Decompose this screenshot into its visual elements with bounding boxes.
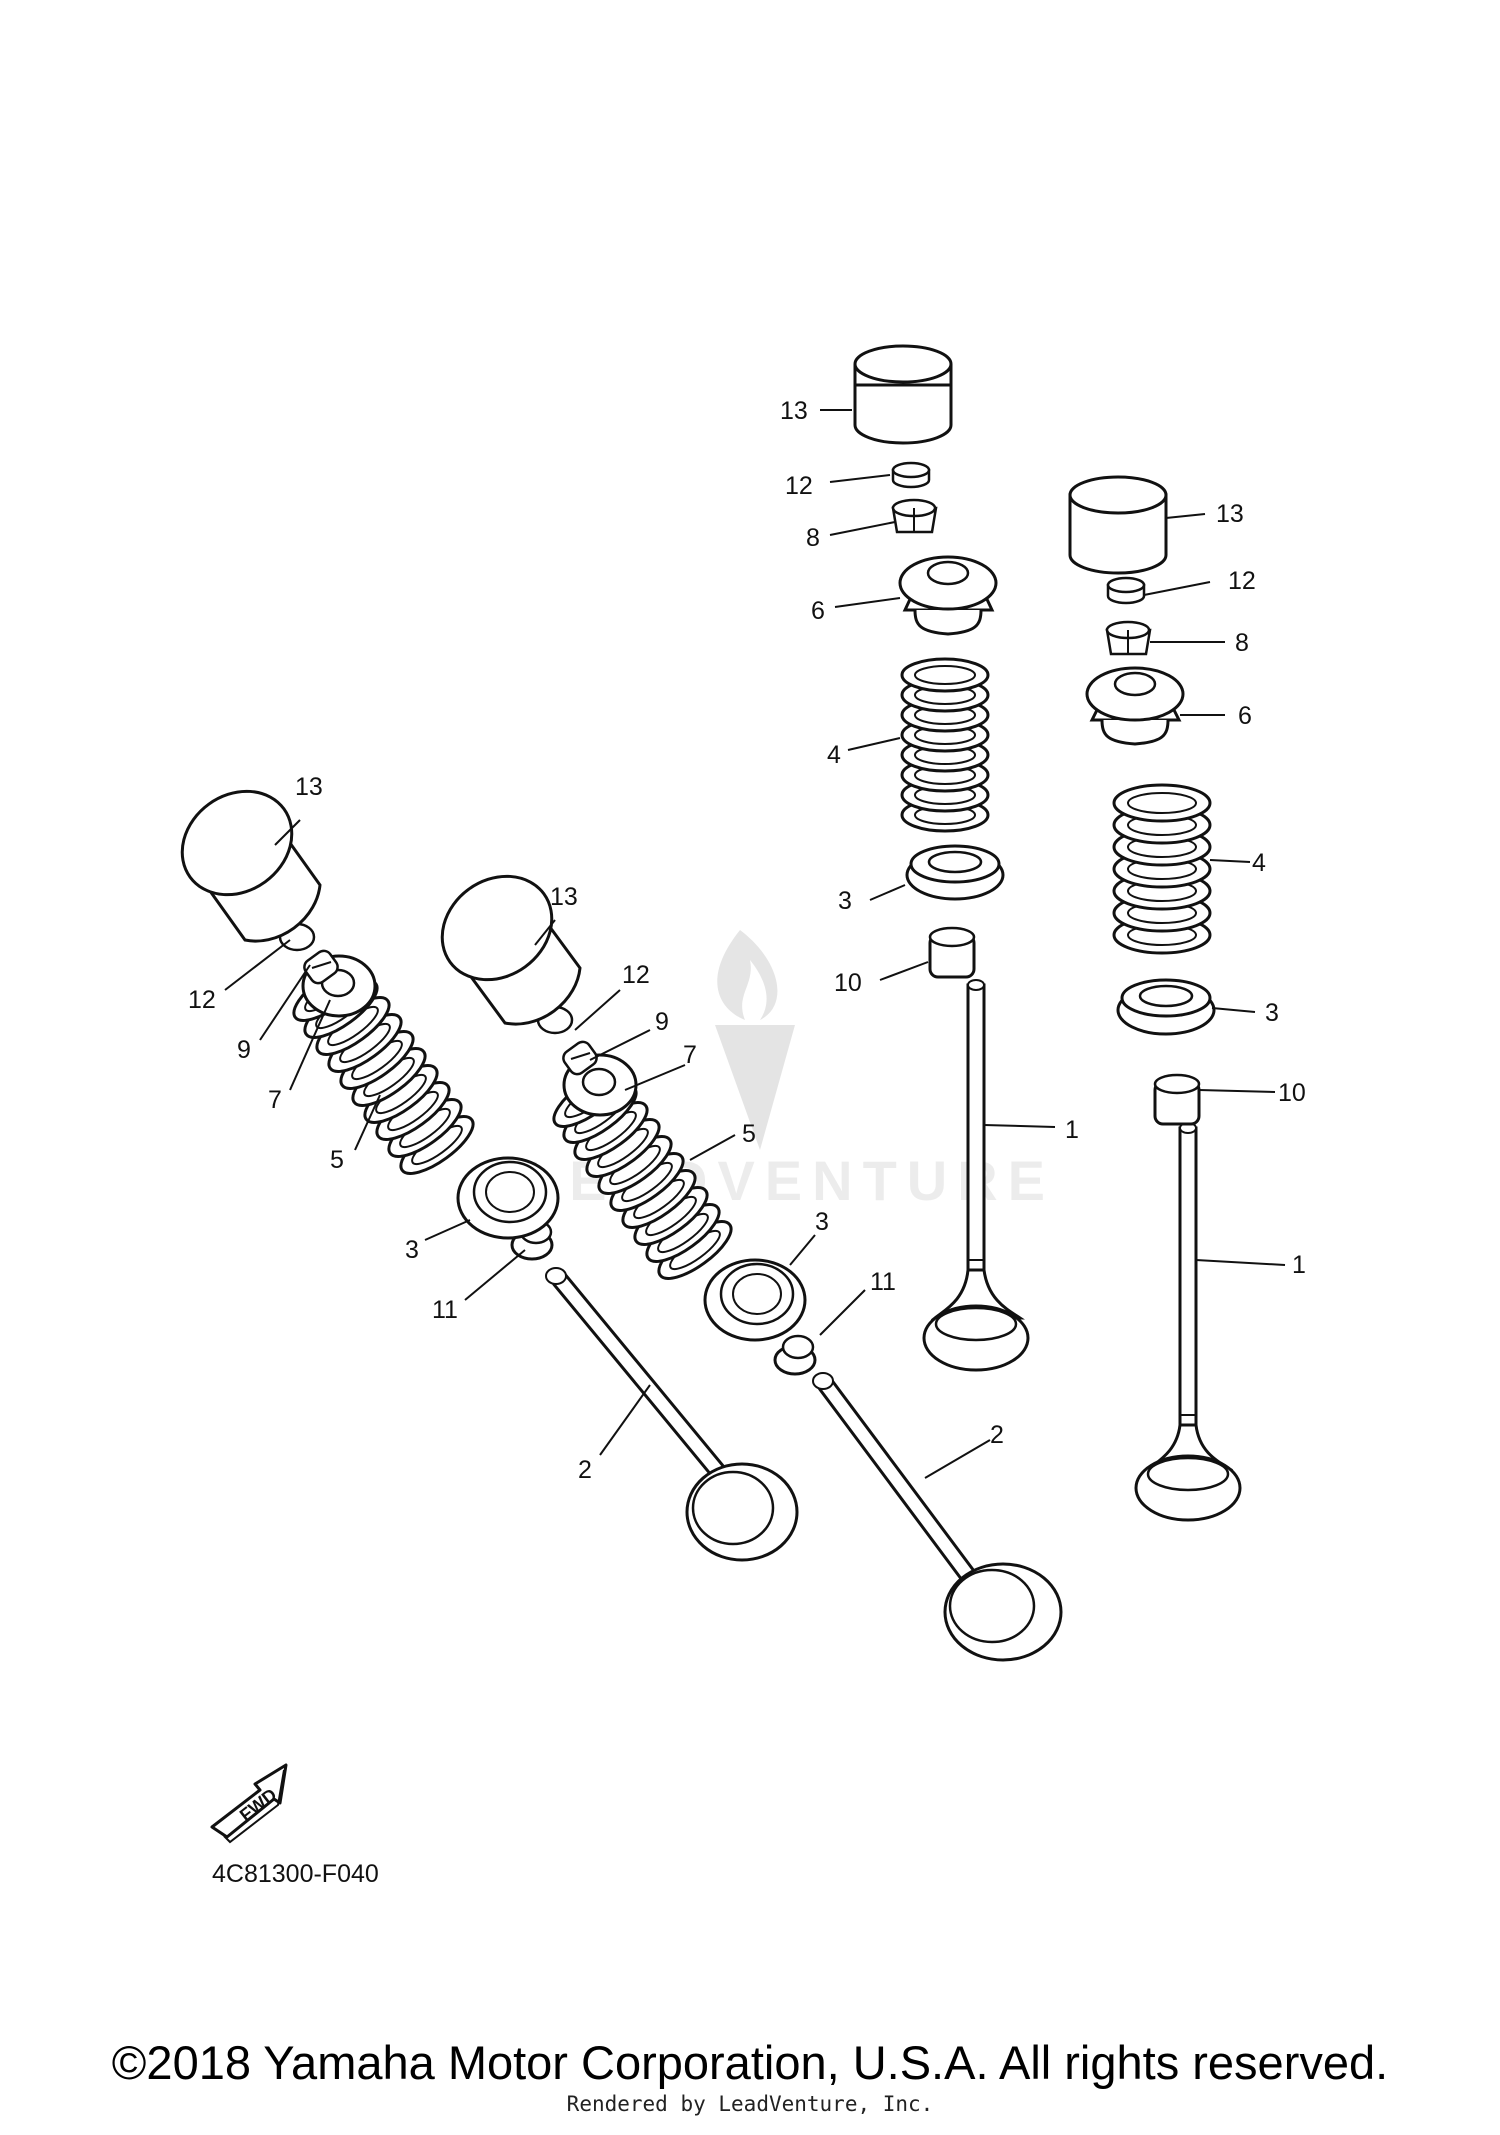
callout-8-c: 8 (806, 524, 820, 552)
callout-10-d: 10 (1278, 1079, 1306, 1107)
callout-4-c: 4 (827, 741, 841, 769)
callout-7-b: 7 (683, 1041, 697, 1069)
valve-1-d (1134, 1122, 1242, 1522)
callout-13-a: 13 (295, 773, 323, 801)
callout-13-d: 13 (1216, 500, 1244, 528)
stem-seal-11-b (773, 1334, 817, 1376)
stem-seal-10-c (928, 926, 976, 979)
callout-13-c: 13 (780, 397, 808, 425)
callout-11-a: 11 (432, 1296, 458, 1324)
shim-12-c (891, 461, 931, 489)
retainer-6-d (1085, 666, 1185, 746)
spring-4-c (900, 657, 990, 833)
callout-1-d: 1 (1292, 1251, 1306, 1279)
diagram-code: 4C81300-F040 (212, 1860, 379, 1888)
callout-5-b: 5 (742, 1120, 756, 1148)
callout-7-a: 7 (268, 1086, 282, 1114)
valve-lifter-13-d (1068, 475, 1168, 575)
spring-seat-3-d (1116, 978, 1216, 1036)
callout-4-d: 4 (1252, 849, 1266, 877)
callout-6-d: 6 (1238, 702, 1252, 730)
valve-assembly-a: 13 12 9 7 5 3 11 2 (180, 773, 799, 1562)
cotter-9-a (303, 949, 339, 985)
callout-12-b: 12 (622, 961, 650, 989)
watermark-logo-icon (715, 930, 795, 1150)
spring-seat-3-b (703, 1258, 807, 1342)
valve-2-b (812, 1372, 1063, 1662)
callout-3-a: 3 (405, 1236, 419, 1264)
spring-seat-3-a (456, 1156, 560, 1240)
callout-11-b: 11 (870, 1268, 896, 1296)
callout-2-a: 2 (578, 1456, 592, 1484)
valve-1-c (922, 979, 1030, 1372)
cotter-8-d (1105, 620, 1152, 656)
callout-3-c: 3 (838, 887, 852, 915)
cotter-8-c (891, 498, 938, 534)
callout-12-d: 12 (1228, 567, 1256, 595)
callout-2-b: 2 (990, 1421, 1004, 1449)
valve-assembly-d: 13 12 8 6 4 3 10 1 (1068, 475, 1306, 1522)
valve-lifter-13-a (180, 789, 322, 943)
callout-5-a: 5 (330, 1146, 344, 1174)
valve-lifter-13-b (440, 874, 582, 1026)
fwd-arrow-icon: FWD (210, 1763, 288, 1844)
callout-10-c: 10 (834, 969, 862, 997)
valve-lifter-13-c (853, 344, 953, 445)
callout-9-b: 9 (655, 1008, 669, 1036)
spring-4-d (1112, 783, 1212, 955)
callout-9-a: 9 (237, 1036, 251, 1064)
callout-8-d: 8 (1235, 629, 1249, 657)
callout-12-c: 12 (785, 472, 813, 500)
callout-12-a: 12 (188, 986, 216, 1014)
valve-2-a (545, 1267, 799, 1562)
cotter-9-b (562, 1040, 598, 1076)
callout-1-c: 1 (1065, 1116, 1079, 1144)
rendered-by-text: Rendered by LeadVenture, Inc. (566, 2092, 934, 2116)
callout-3-d: 3 (1265, 999, 1279, 1027)
valve-assembly-b: 13 12 9 7 5 3 11 2 (440, 874, 1063, 1662)
copyright-text: ©2018 Yamaha Motor Corporation, U.S.A. A… (111, 2036, 1389, 2089)
shim-12-d (1106, 576, 1146, 605)
callout-6-c: 6 (811, 597, 825, 625)
valve-assembly-c: 13 12 8 6 4 3 10 1 (780, 344, 1079, 1372)
callout-3-b: 3 (815, 1208, 829, 1236)
spring-seat-3-c (905, 844, 1005, 901)
callout-13-b: 13 (550, 883, 578, 911)
stem-seal-10-d (1153, 1073, 1201, 1126)
retainer-6-c (898, 555, 998, 636)
